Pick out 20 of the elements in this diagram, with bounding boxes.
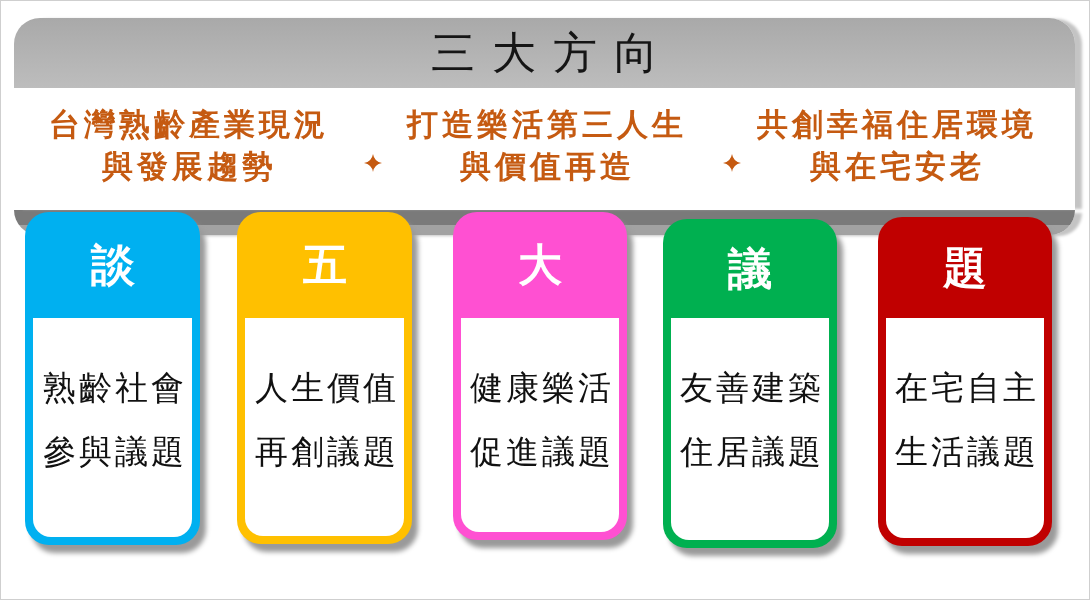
- panel-header: 三大方向: [14, 18, 1075, 88]
- card-header: 議: [726, 242, 773, 296]
- card-body: 人生價值再創議題: [245, 318, 404, 536]
- direction-panel: [14, 18, 1075, 210]
- card-header: 題: [942, 241, 988, 295]
- topic-card: [663, 219, 837, 548]
- topic-card: [237, 212, 412, 544]
- card-body: 友善建築住居議題: [671, 318, 829, 540]
- card-header: 談: [89, 238, 136, 292]
- card-body: 在宅自主生活議題: [886, 318, 1044, 538]
- direction-text: 打造樂活第三人生與價值再造: [405, 105, 688, 186]
- direction-text: 台灣熟齡產業現況與發展趨勢: [48, 105, 330, 186]
- topic-card: [878, 217, 1052, 546]
- topic-card: [25, 212, 200, 545]
- card-header: 大: [517, 238, 563, 292]
- card-body: 熟齡社會參與議題: [33, 318, 192, 537]
- topic-card: [453, 212, 627, 540]
- direction-text: 共創幸福住居環境與在宅安老: [756, 105, 1038, 186]
- card-body: 健康樂活促進議題: [461, 318, 619, 532]
- card-header: 五: [301, 238, 348, 292]
